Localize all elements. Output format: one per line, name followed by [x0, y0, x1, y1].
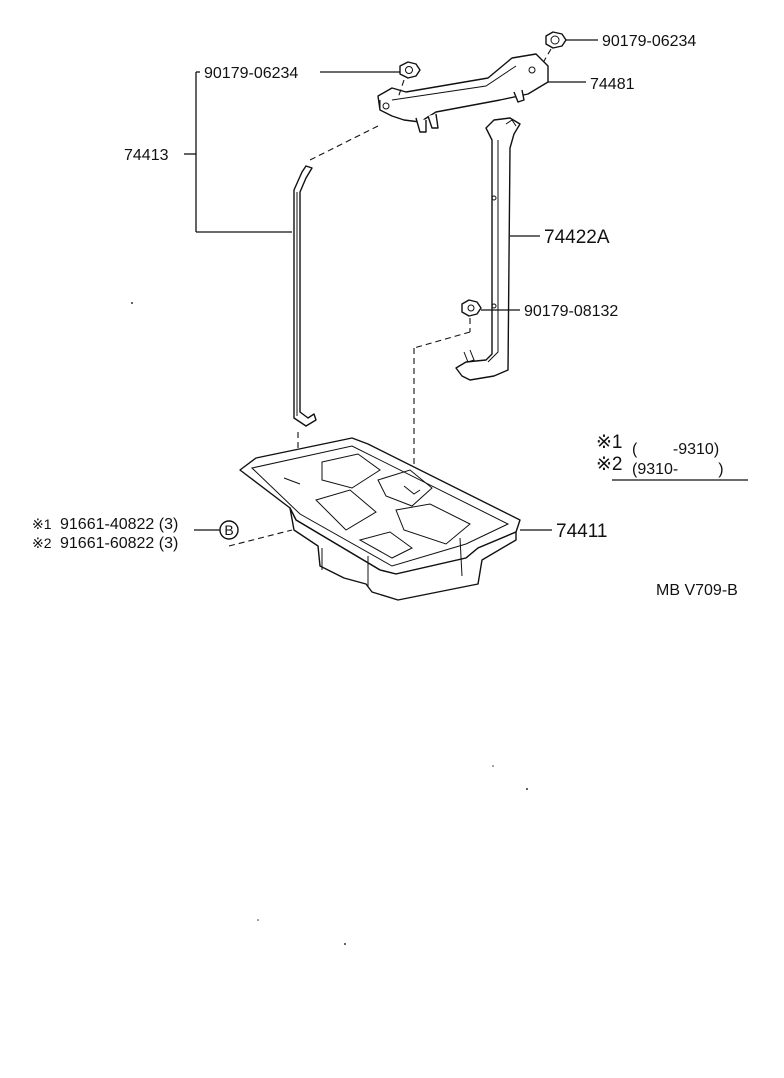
legend-row2-mark: ※2: [596, 454, 623, 475]
reference-circle-icon: B: [219, 520, 239, 540]
part-number-bolt-1: 91661-40822 (3): [60, 516, 178, 533]
part-number-nut-top-left: 90179-06234: [204, 65, 298, 82]
battery-tray-icon: [239, 437, 521, 601]
part-number-nut-top-right: 90179-06234: [602, 33, 696, 50]
legend-row1-range: ( -9310): [632, 441, 719, 458]
part-number-tray: 74411: [556, 521, 607, 542]
rod-icon: [293, 165, 317, 427]
nut-icon: [545, 31, 567, 49]
part-number-rod: 74413: [124, 147, 169, 164]
nut-icon: [399, 61, 421, 79]
bracket-icon: [455, 117, 521, 381]
part-number-bolt-2: 91661-60822 (3): [60, 535, 178, 552]
bolt-1-mark: ※1: [32, 516, 52, 532]
nut-icon: [461, 299, 482, 317]
reference-circle-label: B: [224, 522, 233, 538]
part-number-nut-bracket: 90179-08132: [524, 303, 618, 320]
part-number-clamp: 74481: [590, 76, 635, 93]
figure-code: MB V709-B: [656, 582, 738, 599]
part-number-bracket: 74422A: [544, 227, 610, 248]
legend-row2-range: (9310- ): [632, 461, 724, 478]
legend-row1-mark: ※1: [596, 432, 623, 453]
clamp-icon: [377, 53, 549, 133]
bolt-2-mark: ※2: [32, 535, 52, 551]
